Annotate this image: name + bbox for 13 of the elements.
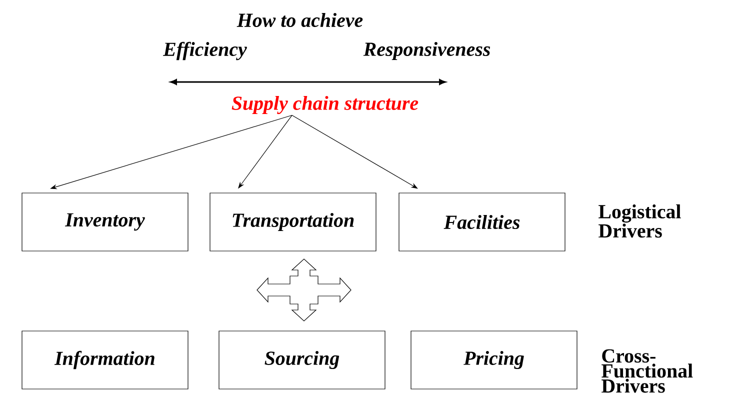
driver-box: Inventory <box>22 192 188 252</box>
driver-box: Facilities <box>398 192 566 252</box>
driver-box: Information <box>22 330 188 390</box>
driver-box: Transportation <box>210 192 376 252</box>
heading-text: Responsiveness <box>363 42 490 60</box>
driver-group-label: Logistical Drivers <box>598 204 681 238</box>
structure-label: Supply chain structure <box>232 96 418 114</box>
driver-group-label: Cross-Functional Drivers <box>602 349 693 393</box>
driver-box: Pricing <box>410 330 578 390</box>
driver-box: Sourcing <box>218 330 386 390</box>
heading-text: Efficiency <box>163 42 247 60</box>
arrow <box>292 114 418 189</box>
heading-text: How to achieve <box>236 13 363 28</box>
